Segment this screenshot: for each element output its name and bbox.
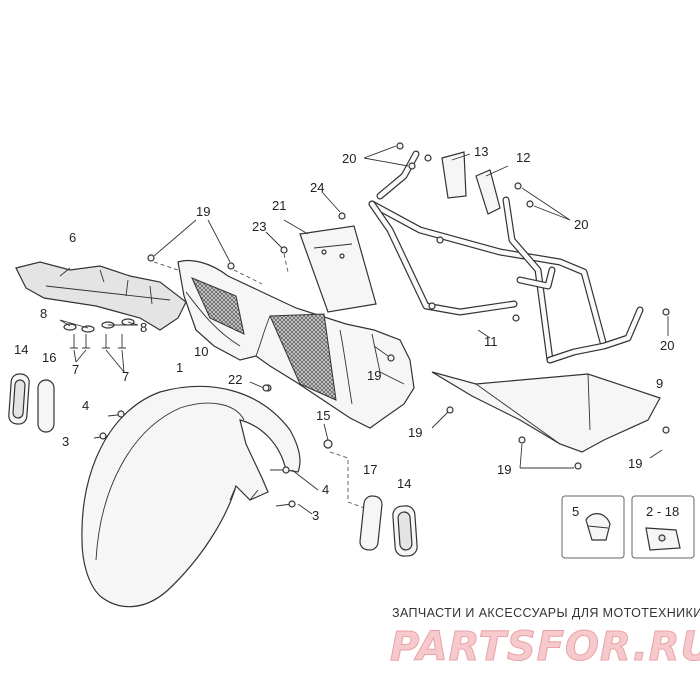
- label-14-left: 14: [14, 342, 28, 357]
- label-19-panel-right: 19: [628, 456, 642, 471]
- label-19-panel-left: 19: [497, 462, 511, 477]
- label-20-middle: 20: [574, 217, 588, 232]
- label-6: 6: [69, 230, 76, 245]
- label-3-left: 3: [62, 434, 69, 449]
- parts-14-16-reflectors-left: [8, 373, 55, 433]
- label-8-right: 8: [140, 320, 147, 335]
- label-4-left: 4: [82, 398, 89, 413]
- part-9-belly-panel: [431, 371, 661, 453]
- watermark: ЗАПЧАСТИ И АКСЕССУАРЫ ДЛЯ МОТОТЕХНИКИ PA…: [390, 606, 700, 671]
- inset-box-part-2-18: [631, 495, 695, 559]
- label-19-fairing: 19: [367, 368, 381, 383]
- label-10: 10: [194, 344, 208, 359]
- label-5: 5: [572, 504, 579, 519]
- label-19-top: 19: [196, 204, 210, 219]
- watermark-tagline: ЗАПЧАСТИ И АКСЕССУАРЫ ДЛЯ МОТОТЕХНИКИ: [392, 606, 700, 620]
- parts-21-23-24: [265, 191, 377, 313]
- label-16: 16: [42, 350, 56, 365]
- callout-labels: 1 2 - 18 3 3 4 4 5 6 7 7 8 8 9 10 11 12 …: [14, 144, 679, 523]
- label-11: 11: [484, 334, 498, 349]
- watermark-brand: PARTSFOR.RU: [390, 624, 700, 670]
- label-23: 23: [252, 219, 266, 234]
- parts-14-17-reflectors-right: [359, 495, 418, 557]
- label-15: 15: [316, 408, 330, 423]
- part-15-fastener: [323, 423, 371, 511]
- label-19-lower: 19: [408, 425, 422, 440]
- part-6-lower-cover: [15, 261, 187, 331]
- part-10-fairing: [177, 259, 415, 429]
- part-20-screws: [363, 142, 670, 336]
- label-21: 21: [272, 198, 286, 213]
- label-13: 13: [474, 144, 488, 159]
- label-12: 12: [516, 150, 530, 165]
- parts-7-8-fasteners: [59, 318, 139, 373]
- parts-3-4-bolts: [93, 410, 319, 515]
- inset-box-part-5: [561, 495, 625, 559]
- label-17: 17: [363, 462, 377, 477]
- label-9: 9: [656, 376, 663, 391]
- label-20-top: 20: [342, 151, 356, 166]
- label-2-18: 2 - 18: [646, 504, 679, 519]
- label-20-right: 20: [660, 338, 674, 353]
- part-22-fastener: [262, 384, 270, 392]
- label-8-left: 8: [40, 306, 47, 321]
- label-22: 22: [228, 372, 242, 387]
- label-7-left: 7: [72, 362, 79, 377]
- label-14-right: 14: [397, 476, 411, 491]
- label-24: 24: [310, 180, 324, 195]
- part-1-front-fender: [81, 385, 301, 608]
- label-7-right: 7: [122, 369, 129, 384]
- label-1: 1: [176, 360, 183, 375]
- parts-12-13-brackets: [424, 151, 509, 215]
- part-11-tubular-frame: [368, 150, 644, 364]
- label-4-right: 4: [322, 482, 329, 497]
- label-3-right: 3: [312, 508, 319, 523]
